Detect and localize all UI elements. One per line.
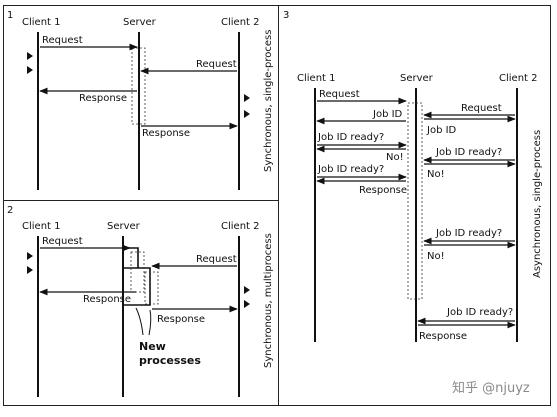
panel-3-response1-label: Response — [359, 185, 407, 196]
panel-2-request2-label: Request — [196, 254, 237, 265]
panel-1-number: 1 — [7, 10, 13, 21]
panel-3-c2-poll1-label: Job ID ready? — [435, 147, 502, 158]
panel-1-response2-label: Response — [142, 128, 190, 139]
panel-3-c1-no-label: No! — [386, 152, 404, 163]
panel-3-request1-label: Request — [319, 89, 360, 100]
panel-1-client2-label: Client 2 — [221, 17, 260, 28]
panel-3-c2-poll2-label: Job ID ready? — [435, 228, 502, 239]
panel-2-process-2-activation — [144, 271, 159, 305]
panel-2-request1-label: Request — [42, 236, 83, 247]
panel-3-client1-label: Client 1 — [297, 73, 336, 84]
panel-3-server-activation — [407, 102, 423, 300]
panel-2-client2-label: Client 2 — [221, 221, 260, 232]
panel-2-response1-label: Response — [83, 294, 131, 305]
panel-1-client2-wait-icon — [244, 94, 250, 118]
panel-1-server-label: Server — [123, 17, 157, 28]
panel-2-fork-1 — [123, 247, 139, 268]
panel-2-client1-label: Client 1 — [22, 221, 61, 232]
panel-1-server-activation — [131, 47, 146, 125]
panel-1-client1-label: Client 1 — [22, 17, 61, 28]
panel-1-response1-label: Response — [79, 93, 127, 104]
panel-3-c2-poll3-label: Job ID ready? — [446, 307, 513, 318]
panel-1-side-label: Synchronous, single-process — [263, 30, 274, 172]
watermark: 知乎 @njuyz — [452, 380, 530, 396]
panel-2-side-label: Synchronous, multiprocess — [263, 233, 274, 368]
panel-3-client2-label: Client 2 — [499, 73, 538, 84]
panel-2-note-pointer-1 — [135, 307, 144, 336]
panel-2-number: 2 — [7, 205, 13, 216]
panel-3-jobid1-label: Job ID — [372, 109, 403, 120]
panel-2-client2-wait-icon — [244, 286, 250, 308]
panel-3-request2-label: Request — [461, 103, 502, 114]
panel-2-note-pointer-2 — [148, 309, 152, 336]
panel-2-note-line1: New — [139, 340, 166, 353]
panel-1-request2-label: Request — [196, 59, 237, 70]
panel-2-fork-2 — [123, 267, 151, 306]
panel-3-c2-no2-label: No! — [427, 251, 445, 262]
panel-2-note-line2: processes — [139, 354, 201, 367]
panel-3-c1-poll2-label: Job ID ready? — [317, 164, 384, 175]
panel-3-number: 3 — [283, 10, 289, 21]
panel-3-response2-label: Response — [419, 331, 467, 342]
panel-3-jobid2-label: Job ID — [426, 125, 457, 136]
panel-3-side-label: Asynchronous, single-process — [532, 130, 543, 278]
panel-2-response2-label: Response — [157, 314, 205, 325]
panel-3-c1-poll1-label: Job ID ready? — [317, 132, 384, 143]
panel-3-server-label: Server — [400, 73, 434, 84]
panel-1-client1-wait-icon — [27, 52, 33, 74]
panel-2-process-1-activation — [130, 251, 145, 293]
panel-3-c2-no1-label: No! — [427, 169, 445, 180]
panel-2-server-label: Server — [107, 221, 141, 232]
panel-2-client1-wait-icon — [27, 252, 33, 274]
panel-3-border — [278, 5, 551, 406]
panel-1-request1-label: Request — [42, 35, 83, 46]
